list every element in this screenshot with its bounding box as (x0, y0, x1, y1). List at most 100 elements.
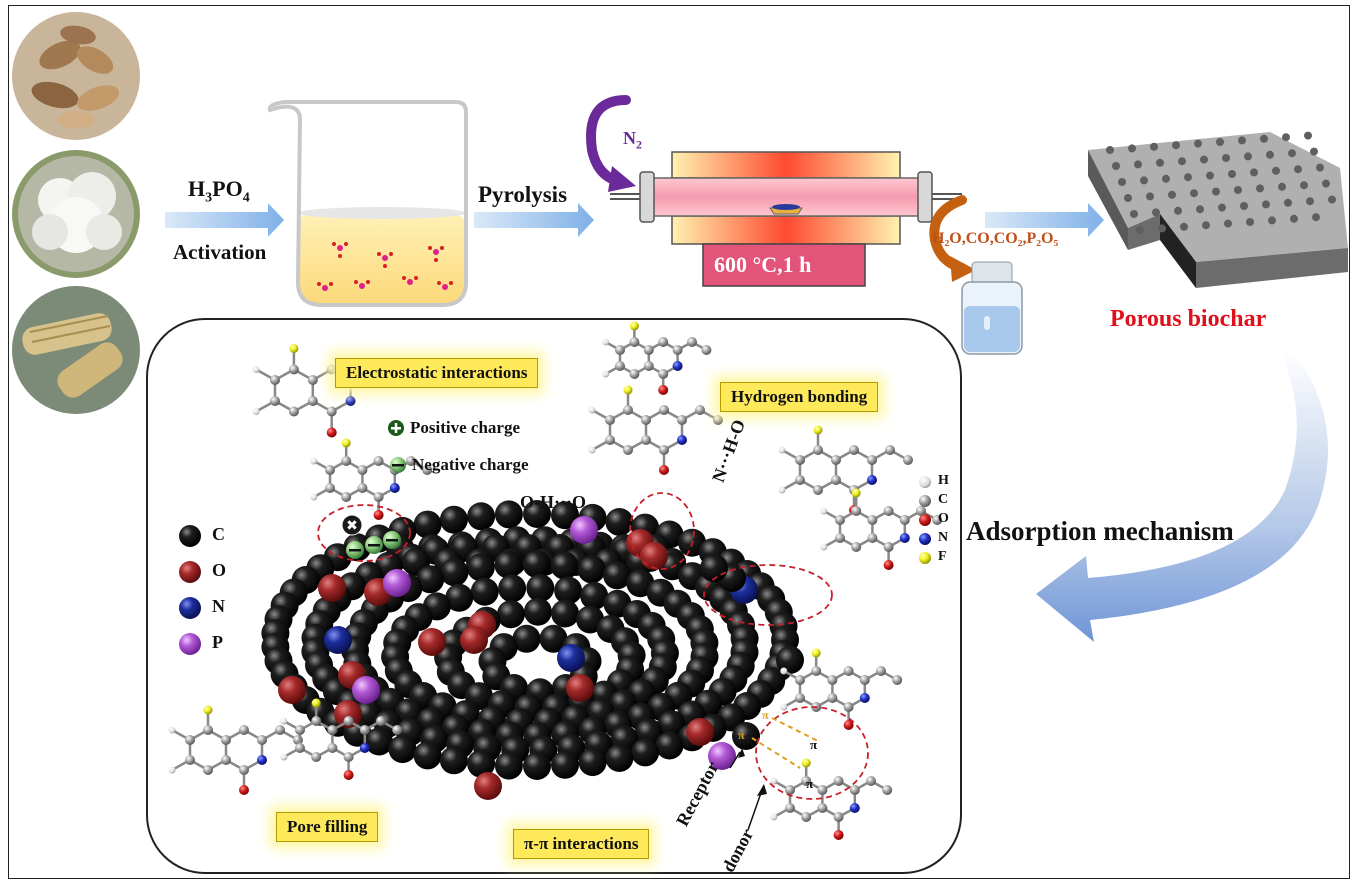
molecule-atom (357, 483, 368, 493)
molecule-atom (851, 488, 861, 498)
positive-charge-label: Positive charge (410, 418, 520, 437)
pore (1238, 136, 1246, 145)
molecule-atom (713, 415, 723, 425)
mechanism-curve-arrow (1036, 350, 1329, 642)
pore (1134, 160, 1142, 169)
molecule-atom (859, 675, 870, 685)
carbon-atom (580, 581, 609, 610)
molecule-atom (672, 345, 683, 355)
molecule-atom (168, 766, 176, 774)
molecule-atom (295, 725, 305, 735)
molecule-atom (899, 533, 910, 543)
pore (1150, 142, 1158, 151)
molecule-atom (341, 492, 352, 502)
molecule-atom (659, 405, 669, 415)
molecule-atom (658, 369, 669, 379)
carbon-atom (523, 752, 551, 780)
activation-arrow (165, 203, 284, 237)
molecule-atom (833, 830, 844, 840)
activation-label: Activation (173, 240, 267, 264)
molecule-atom (831, 455, 841, 465)
molecule-atom (310, 493, 318, 501)
molecule-atom (795, 693, 805, 703)
oxygen-atom (418, 628, 446, 656)
pi-label-4: π (738, 728, 745, 742)
carbon-atom (603, 561, 632, 590)
pore (1224, 219, 1232, 228)
carbon-atom (445, 583, 474, 612)
adsorption-mechanism-label: Adsorption mechanism (966, 516, 1234, 546)
molecule-atom (373, 510, 384, 520)
molecule-atom (795, 455, 805, 465)
pore (1174, 206, 1182, 215)
molecule-atom (677, 435, 687, 445)
pore (1256, 184, 1264, 193)
pore (1316, 163, 1324, 172)
molecule-atom (239, 765, 249, 775)
molecule-atom (629, 337, 640, 347)
carbon-atom (388, 735, 417, 764)
pore (1284, 198, 1292, 207)
molecule-atom (701, 345, 712, 355)
acid-label: H3PO4 (188, 176, 250, 206)
carbon-atom (631, 738, 660, 767)
molecule-atom (883, 542, 894, 552)
tube-furnace (610, 151, 962, 245)
phosphorus-atom (383, 569, 411, 597)
pore (1190, 189, 1198, 198)
molecule-atom (813, 485, 823, 495)
carbon-atom (578, 748, 607, 777)
molecule-atom (867, 475, 877, 485)
legend-label-h: H (938, 473, 949, 488)
molecule-atom (643, 345, 654, 355)
molecule-atom (641, 435, 651, 445)
molecule-atom (343, 716, 354, 726)
molecule-atom (780, 667, 788, 675)
pore (1240, 202, 1248, 210)
molecule-atom (376, 716, 386, 726)
legend-left (179, 525, 201, 655)
molecule-atom (615, 345, 625, 355)
pore (1184, 173, 1192, 182)
legend-label-n: N (212, 596, 225, 616)
pore (1268, 216, 1276, 225)
carbon-atom (605, 508, 634, 536)
receptor-arrowhead (738, 748, 745, 758)
carbon-atom (365, 727, 393, 756)
oxygen-atom (334, 700, 362, 728)
pore-filling-tag: Pore filling (276, 812, 379, 842)
molecule-atom (851, 506, 862, 516)
pore (1158, 224, 1166, 233)
molecule-atom (345, 396, 356, 406)
molecule-atom (849, 803, 860, 813)
carbon-atom (551, 750, 579, 779)
pore (1128, 144, 1136, 153)
carbon-atom (413, 510, 442, 539)
molecule-atom (820, 543, 828, 551)
molecule-atom (811, 666, 822, 676)
interaction-highlights (317, 492, 869, 800)
molecule-atom (289, 344, 299, 353)
molecule-atom (659, 465, 669, 475)
pore (1300, 181, 1308, 190)
molecule-atom (677, 415, 687, 425)
oxygen-atom (566, 674, 594, 702)
molecule-atom (885, 445, 895, 455)
temperature-label: 600 °C,1 h (714, 252, 812, 277)
pore (1152, 208, 1160, 217)
molecule-atom (359, 725, 370, 735)
molecule-atom (623, 405, 633, 415)
carbon-atom (522, 550, 551, 578)
molecule-atom (859, 693, 870, 703)
molecule-atom (817, 803, 828, 813)
pore (1246, 218, 1254, 226)
legend-ball-h (919, 476, 931, 488)
molecule-atom (932, 515, 943, 525)
carbon-atom (523, 500, 551, 528)
molecule-atom (795, 475, 805, 485)
porous-biochar-label: Porous biochar (1110, 306, 1267, 332)
pore (1178, 157, 1186, 166)
pore (1146, 192, 1154, 201)
carbon-atom (467, 502, 496, 531)
pore (1234, 186, 1242, 194)
